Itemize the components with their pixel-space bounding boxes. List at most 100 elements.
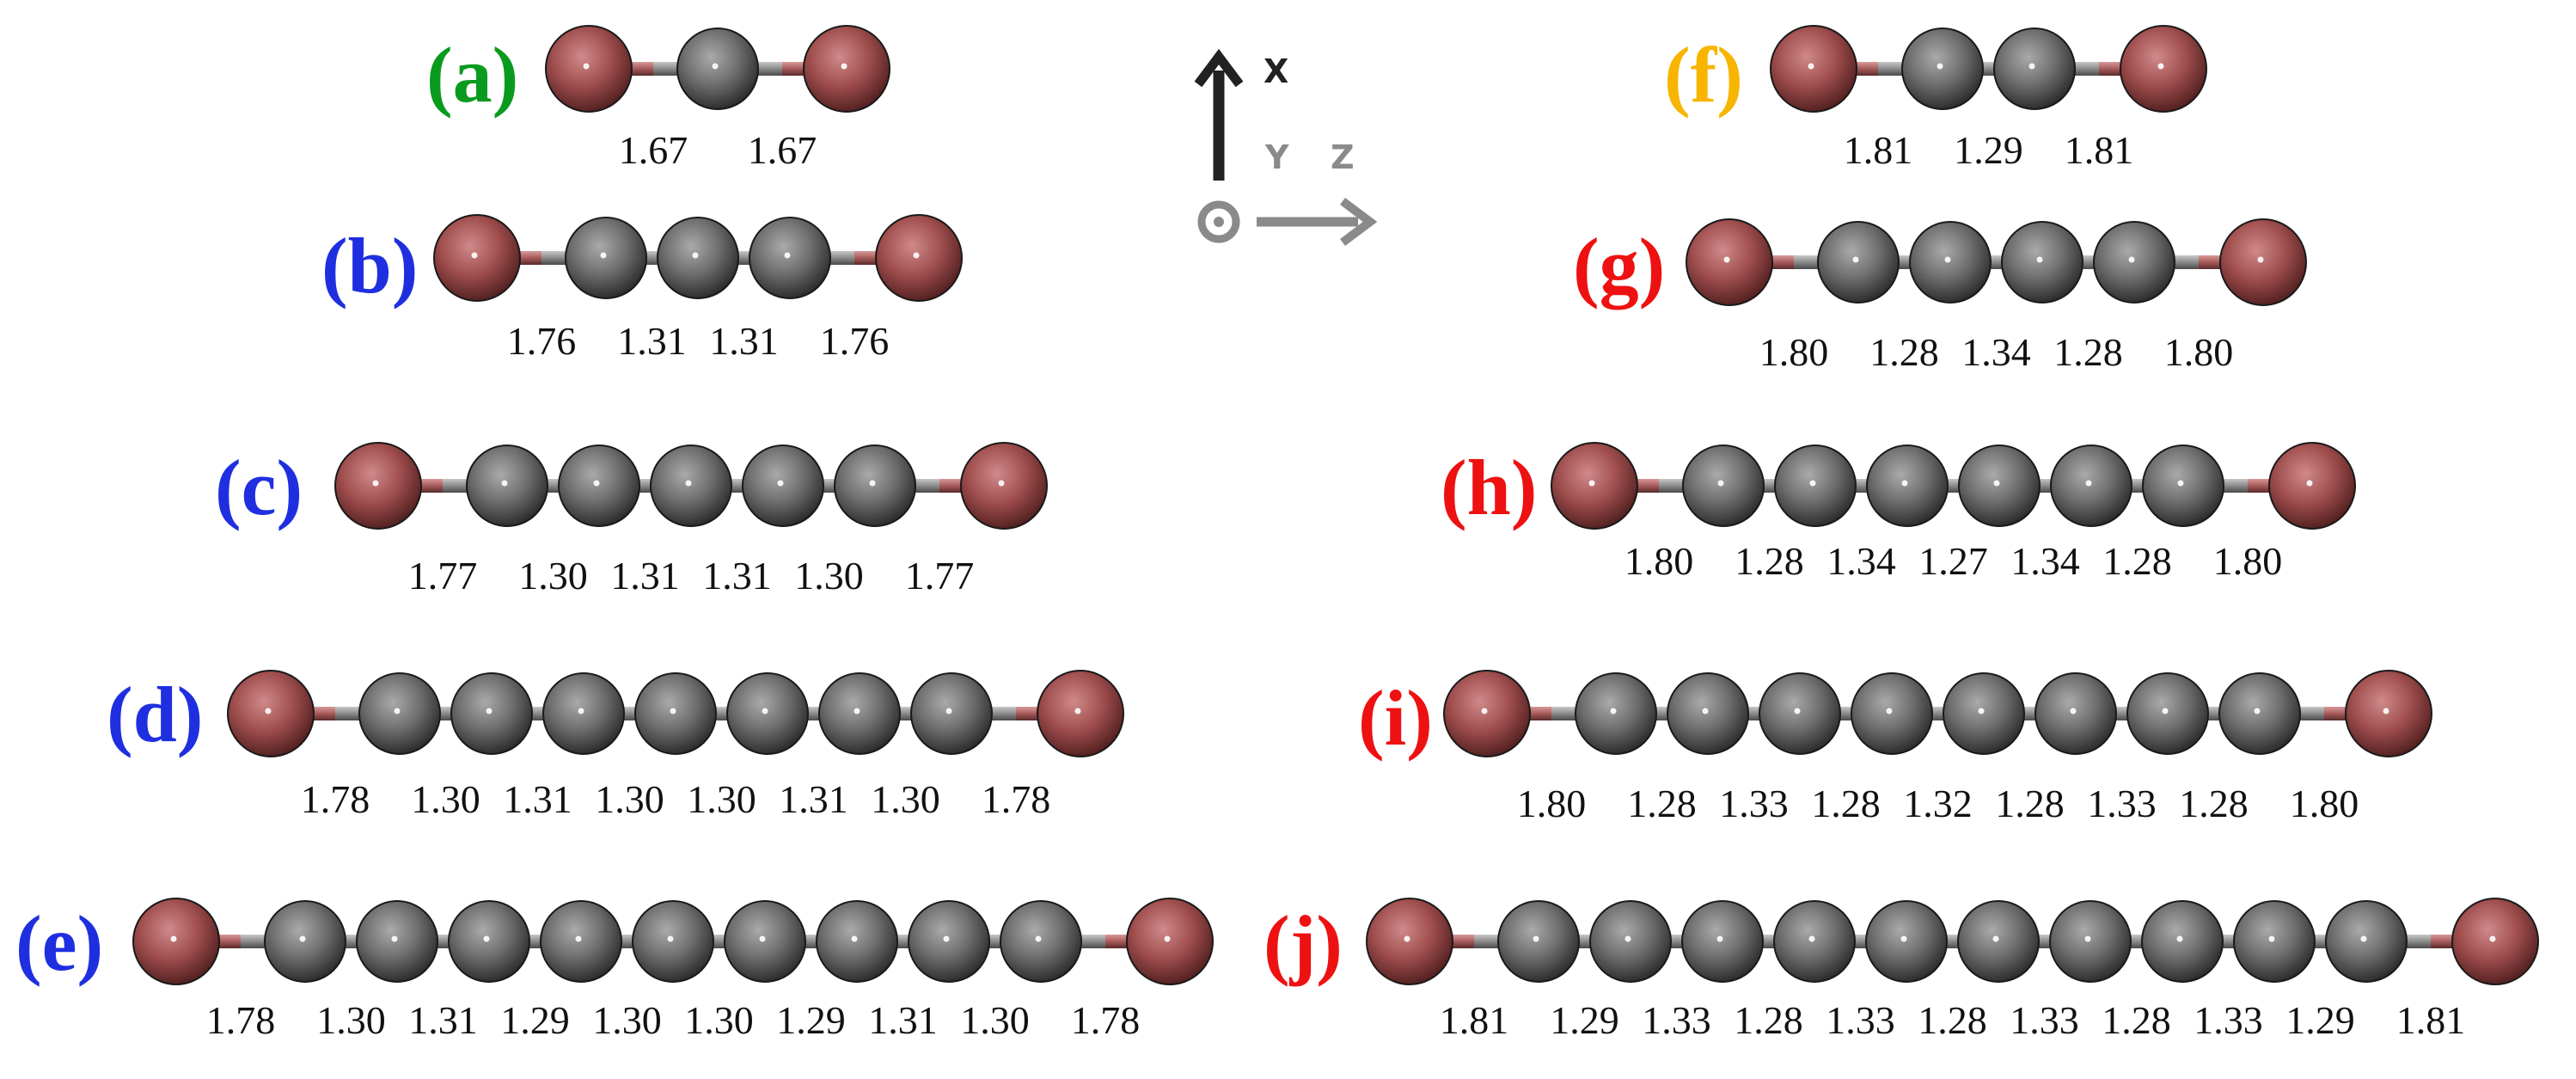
atom-highlight: [1404, 935, 1410, 942]
bond-length-label: 1.33: [2087, 782, 2157, 825]
bromine-atom: [132, 898, 220, 985]
carbon-atom: [1993, 28, 2076, 110]
atom-highlight: [578, 708, 584, 714]
carbon-atom: [1000, 900, 1082, 983]
bond-length-label: 1.76: [820, 319, 890, 363]
bond-length-label: 1.34: [1961, 330, 2031, 374]
bromine-atom: [433, 214, 521, 302]
panel-label: (f): [1664, 31, 1743, 119]
atom-highlight: [2128, 256, 2135, 263]
atom-highlight: [2257, 256, 2264, 263]
carbon-atom: [1817, 221, 1900, 303]
atom-highlight: [394, 708, 401, 714]
atom-highlight: [692, 252, 699, 259]
bromine-atom: [2451, 898, 2539, 985]
carbon-atom: [2325, 900, 2408, 983]
atom-highlight: [1035, 935, 1042, 942]
bromine-atom: [1126, 898, 1214, 985]
carbon-atom: [2141, 900, 2224, 983]
atom-highlight: [1716, 935, 1723, 942]
bromine-atom: [2219, 218, 2307, 306]
atom-highlight: [1625, 935, 1631, 942]
bond-length-label: 1.31: [408, 998, 478, 1042]
atom-highlight: [1702, 708, 1709, 714]
atom-highlight: [593, 480, 600, 487]
atom-highlight: [2176, 935, 2183, 942]
atom-highlight: [1074, 708, 1081, 714]
atom-highlight: [2028, 63, 2035, 70]
carbon-atom: [450, 672, 533, 755]
atom-highlight: [1993, 480, 2000, 487]
bond-length-label: 1.30: [595, 777, 664, 821]
atom-highlight: [943, 935, 950, 942]
atom-highlight: [2360, 935, 2367, 942]
atom-highlight: [1723, 256, 1730, 263]
atom-highlight: [685, 480, 692, 487]
panel-label: (j): [1264, 899, 1343, 987]
carbon-atom: [558, 444, 640, 527]
x-axis-label: X: [1264, 52, 1288, 90]
axes-indicator: X Y Z: [1194, 48, 1378, 246]
bond-length-label: 1.80: [2164, 330, 2234, 374]
bromine-atom: [1366, 898, 1453, 985]
bond-length-label: 1.80: [1517, 782, 1587, 825]
bromine-atom: [1770, 25, 1857, 113]
atom-highlight: [1852, 256, 1859, 263]
bond-length-label: 1.77: [905, 554, 975, 598]
atom-highlight: [945, 708, 952, 714]
bromine-atom: [2268, 442, 2356, 530]
bond-length-label: 1.28: [1811, 782, 1881, 825]
bond-length-label: 1.81: [2065, 128, 2134, 172]
bromine-atom: [1037, 670, 1124, 757]
panel-label: (c): [215, 444, 303, 531]
z-axis-arrowhead: [1340, 198, 1378, 246]
panel-label: (g): [1573, 222, 1665, 310]
y-axis-symbol-dot: [1214, 217, 1224, 227]
carbon-atom: [1958, 444, 2041, 527]
bromine-atom: [803, 25, 890, 113]
atom-highlight: [299, 935, 306, 942]
y-axis-symbol-ring: [1197, 200, 1240, 243]
bromine-atom: [545, 25, 633, 113]
bond-length-label: 1.28: [1869, 330, 1939, 374]
atom-highlight: [600, 252, 607, 259]
atom-highlight: [1808, 935, 1815, 942]
bond-length-label: 1.30: [518, 554, 588, 598]
bond-length-label: 1.78: [206, 998, 276, 1042]
atom-highlight: [777, 480, 784, 487]
bond-length-label: 1.31: [610, 554, 680, 598]
carbon-atom: [726, 672, 809, 755]
bond-length-label: 1.80: [2290, 782, 2359, 825]
carbon-atom: [1589, 900, 1672, 983]
atom-highlight: [575, 935, 582, 942]
bond-length-label: 1.30: [411, 777, 480, 821]
carbon-atom: [1681, 900, 1764, 983]
atom-highlight: [2268, 935, 2275, 942]
atom-highlight: [2306, 480, 2313, 487]
atom-highlight: [1992, 935, 1999, 942]
bond-length-label: 1.33: [1642, 998, 1711, 1042]
atom-highlight: [759, 935, 766, 942]
bond-length-label: 1.30: [794, 554, 864, 598]
atom-highlight: [1900, 935, 1907, 942]
panel-label: (e): [15, 899, 103, 987]
carbon-atom: [816, 900, 898, 983]
carbon-atom: [632, 900, 714, 983]
atom-highlight: [712, 63, 719, 70]
bromine-atom: [875, 214, 963, 302]
atom-highlight: [1944, 256, 1951, 263]
carbon-atom: [2218, 672, 2301, 755]
bond-length-label: 1.27: [1918, 539, 1988, 583]
bond-length-label: 1.77: [408, 554, 478, 598]
carbon-atom: [1851, 672, 1933, 755]
bromine-atom: [2345, 670, 2432, 757]
atom-highlight: [998, 480, 1005, 487]
y-axis-label: Y: [1264, 138, 1289, 176]
carbon-atom: [1759, 672, 1841, 755]
